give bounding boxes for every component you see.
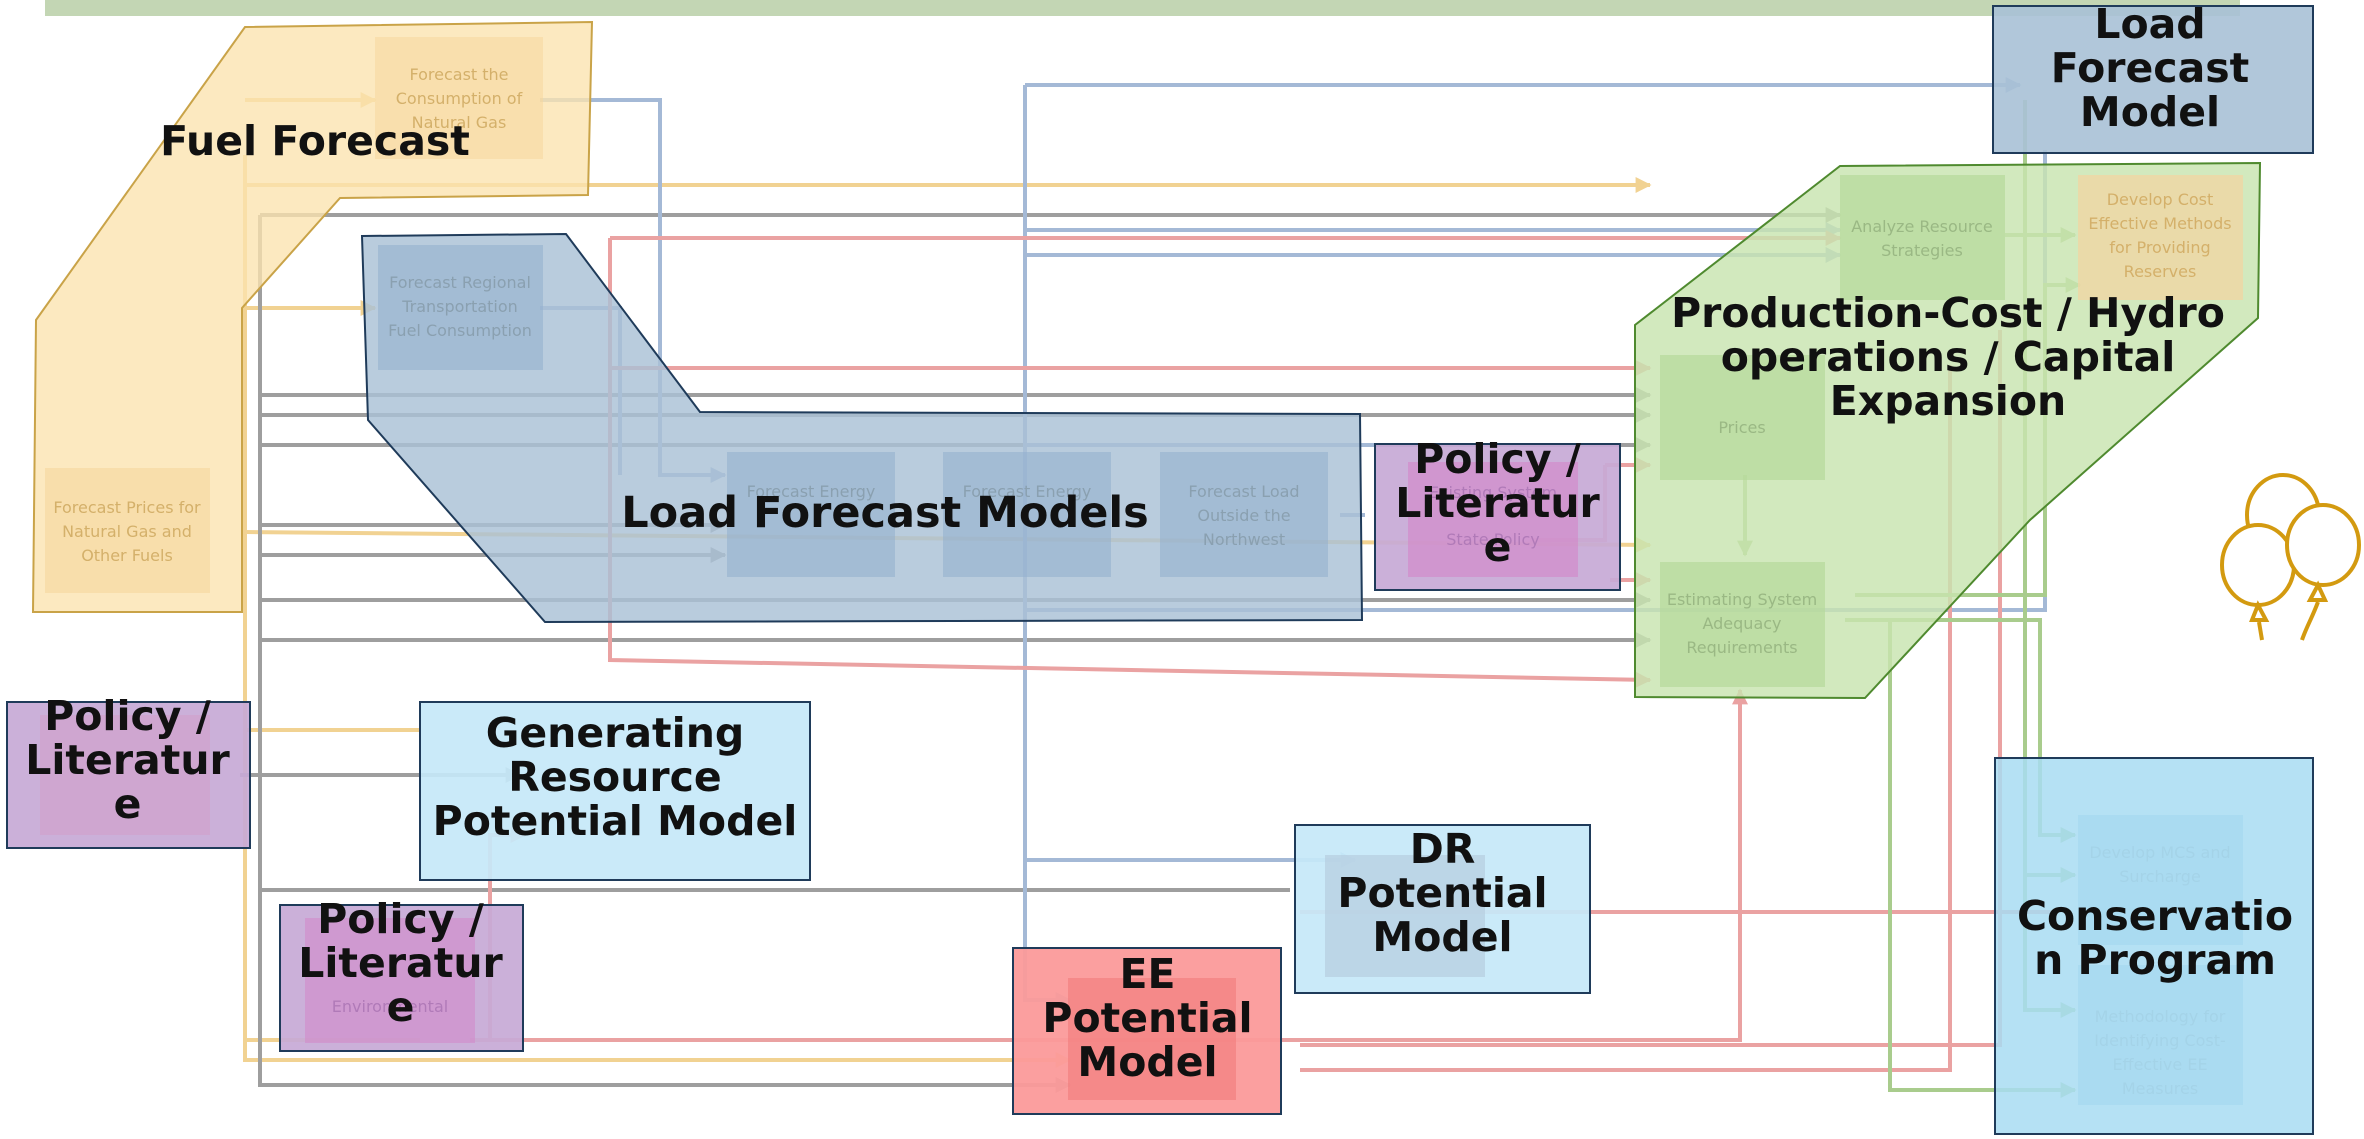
production-cost-label: Production-Cost / Hydro operations / Cap… xyxy=(1671,289,2225,425)
dr-potential-label: DR Potential Model xyxy=(1337,825,1548,961)
load-forecast-model-box xyxy=(1992,5,2314,154)
load-forecast-models-region xyxy=(360,232,1364,624)
generating-resource-box xyxy=(419,701,811,881)
svg-text:Forecast Energy: Forecast Energy xyxy=(963,482,1092,501)
policy-label-left: Policy / Literatur e xyxy=(25,692,230,828)
balloons-icon xyxy=(2220,473,2361,641)
ee-potential-label: EE Potential Model xyxy=(1042,950,1253,1086)
fuel-forecast-label: Fuel Forecast xyxy=(160,117,470,165)
load-forecast-model-label: Load Forecast Model xyxy=(2050,0,2250,136)
policy-label-bottom: Policy / Literatur e xyxy=(298,895,503,1031)
generating-resource-label: Generating Resource Potential Model xyxy=(432,709,798,845)
svg-text:Environmental: Environmental xyxy=(332,997,448,1016)
svg-text:Forecast Energy: Forecast Energy xyxy=(747,482,876,501)
conservation-program-label: Conservatio n Program xyxy=(2016,892,2294,984)
policy-label-middle: Policy / Literatur e xyxy=(1395,435,1600,571)
load-forecast-models-label: Load Forecast Models xyxy=(621,488,1149,538)
svg-text:Prices: Prices xyxy=(1718,418,1765,437)
fuel-forecast-region xyxy=(31,20,594,613)
conservation-program-box xyxy=(1994,757,2314,1135)
header-bar xyxy=(45,0,2240,16)
